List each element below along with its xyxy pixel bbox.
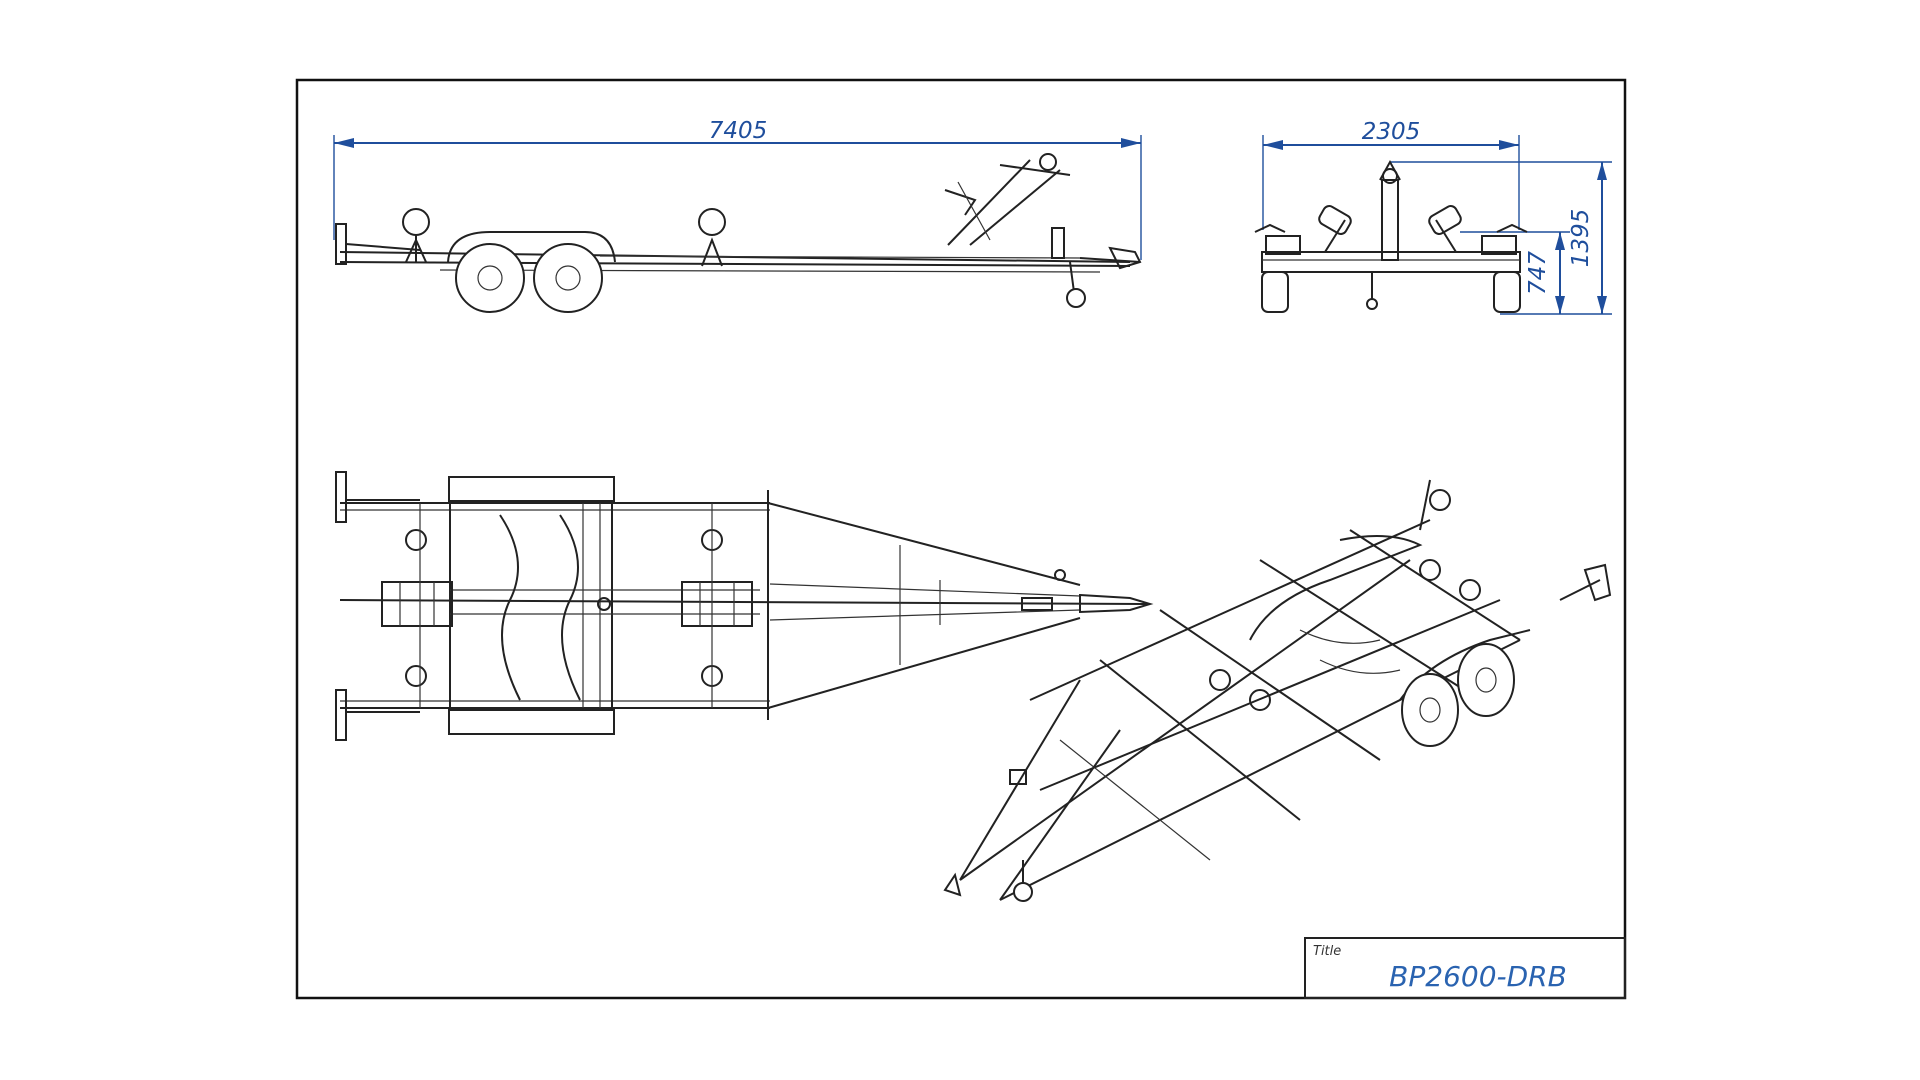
width-dimension: 2305	[1262, 119, 1520, 230]
length-dimension-text: 7405	[709, 118, 768, 144]
side-wheel-front	[533, 243, 603, 313]
height-dimensions: 747 1395	[1390, 161, 1612, 315]
iso-jockey-wheel	[1013, 882, 1033, 902]
frame-height-dimension-text: 747	[1525, 251, 1551, 295]
side-view: 7405	[333, 118, 1142, 313]
title-block: Title BP2600-DRB	[1304, 937, 1626, 999]
width-dimension-text: 2305	[1362, 119, 1421, 145]
length-dimension: 7405	[333, 118, 1142, 260]
iso-wheel-rear	[1457, 643, 1515, 717]
iso-wheel-front	[1401, 673, 1459, 747]
top-view	[335, 471, 1154, 741]
title-block-value: BP2600-DRB	[1389, 960, 1567, 993]
overall-height-dimension-text: 1395	[1568, 209, 1594, 268]
isometric-view	[943, 479, 1612, 902]
title-block-label: Title	[1313, 944, 1341, 959]
side-wheel-rear	[455, 243, 525, 313]
drawing-border	[295, 78, 1627, 1000]
front-view: 2305 747 1395	[1254, 119, 1612, 315]
